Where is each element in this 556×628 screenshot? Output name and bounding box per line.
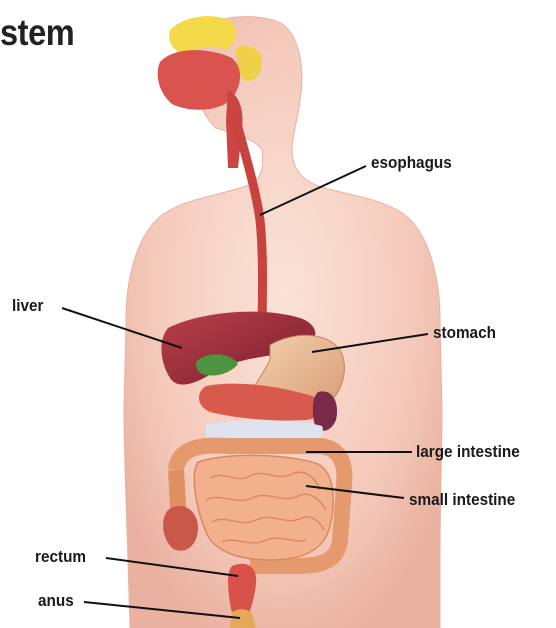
small-intestine-organ xyxy=(194,455,333,560)
label-small-intestine: small intestine xyxy=(409,491,515,508)
label-large-intestine: large intestine xyxy=(416,443,520,460)
page-title: stem xyxy=(0,14,74,51)
label-rectum: rectum xyxy=(35,548,86,565)
label-esophagus: esophagus xyxy=(371,154,452,171)
label-anus: anus xyxy=(38,592,74,609)
label-stomach: stomach xyxy=(433,324,496,341)
label-liver: liver xyxy=(12,297,43,314)
